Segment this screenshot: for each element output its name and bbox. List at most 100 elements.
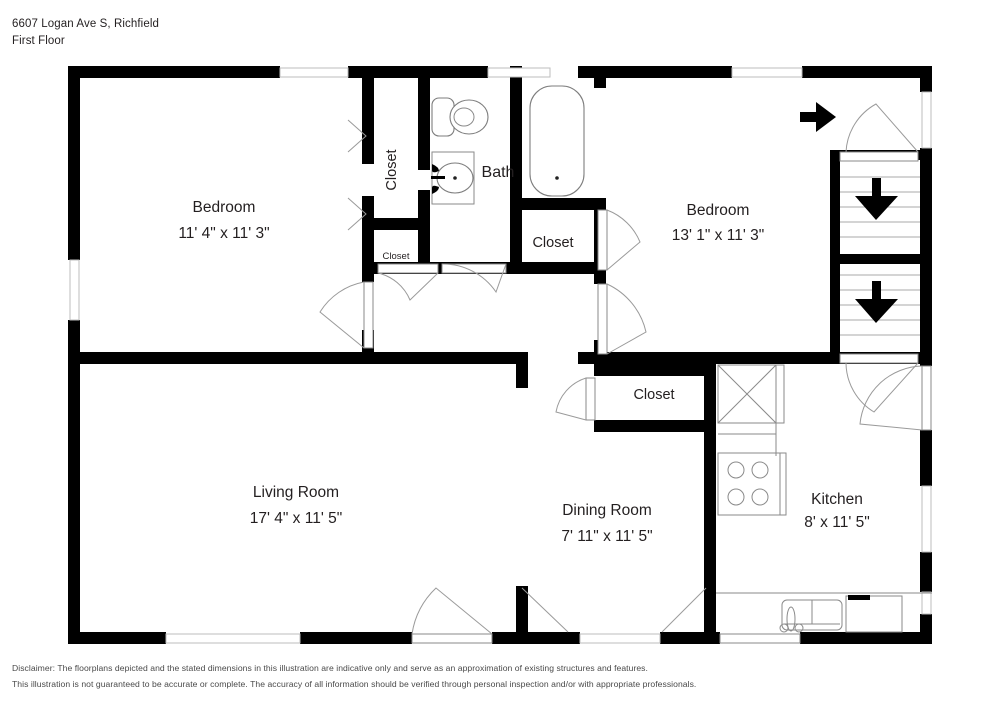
wall-right-b bbox=[920, 148, 932, 366]
wall-closet-br-top bbox=[510, 198, 606, 210]
door-bedroom-right-arc bbox=[606, 283, 647, 355]
wall-left-a bbox=[68, 66, 80, 260]
room-label-bedroom-left-name: Bedroom bbox=[193, 199, 256, 216]
stove-icon bbox=[717, 452, 781, 516]
room-label-living-room-dim: 17' 4" x 11' 5" bbox=[250, 510, 342, 527]
bathtub-drain-icon bbox=[555, 176, 559, 180]
wall-mid-horizontal-left bbox=[68, 352, 528, 364]
kitchen-cabinet-icon bbox=[845, 595, 903, 633]
wall-right-a bbox=[920, 66, 932, 92]
closet-label-bedroom-left: Closet bbox=[384, 149, 400, 190]
bathroom-faucet-icon bbox=[431, 176, 445, 179]
door-stair-top-leaf bbox=[839, 151, 919, 162]
wall-top-c bbox=[578, 66, 732, 78]
door-bedroom-left-arc bbox=[319, 281, 365, 349]
wall-hall-bottom-b bbox=[506, 262, 606, 274]
window-bottom-1 bbox=[165, 633, 301, 644]
kitchen-cabinet-mark bbox=[848, 595, 870, 600]
window-right-3 bbox=[921, 591, 932, 615]
disclaimer-line-2: This illustration is not guaranteed to b… bbox=[12, 679, 697, 690]
door-dining-left-arc bbox=[521, 587, 569, 633]
kitchen-faucet-handle-1-icon bbox=[779, 623, 789, 633]
door-bedroom-left-leaf bbox=[363, 281, 374, 349]
stairs-group bbox=[840, 176, 920, 336]
room-label-dining-room-name: Dining Room bbox=[562, 502, 652, 519]
toilet-bowl-icon bbox=[449, 99, 489, 135]
window-left-1 bbox=[69, 259, 80, 321]
wall-dining-closet-bottom bbox=[594, 420, 716, 432]
wall-bedroom-left-right bbox=[362, 66, 374, 164]
window-right-1 bbox=[921, 91, 932, 149]
door-hall-closet-leaf bbox=[377, 263, 439, 274]
door-stair-top-arc bbox=[845, 103, 919, 153]
wall-mid-horizontal-right bbox=[578, 352, 808, 364]
door-stair-bottom-leaf bbox=[839, 353, 919, 364]
door-stair-bottom-arc bbox=[845, 362, 919, 413]
door-closet-left-upper bbox=[347, 119, 367, 153]
stove-burner-3-icon bbox=[727, 488, 745, 506]
wall-stair-mid bbox=[830, 254, 922, 264]
door-living-bottom-leaf bbox=[411, 633, 493, 644]
door-hall-closet-arc bbox=[377, 272, 439, 301]
wall-living-dining-2 bbox=[516, 586, 528, 634]
window-top-2 bbox=[487, 67, 551, 78]
plan-floor-label: First Floor bbox=[12, 34, 65, 47]
door-exterior-right-arc bbox=[859, 365, 923, 431]
plan-footer: Disclaimer: The floorplans depicted and … bbox=[12, 660, 696, 693]
door-living-bottom-arc bbox=[411, 587, 493, 635]
plan-address: 6607 Logan Ave S, Richfield bbox=[12, 18, 159, 30]
door-dining-kitchen-leaf bbox=[719, 633, 801, 644]
closet-label-hall-small: Closet bbox=[383, 251, 410, 262]
door-dining-kitchen-arc bbox=[661, 587, 707, 633]
wall-living-dining bbox=[516, 352, 528, 388]
toilet-seat-icon bbox=[453, 107, 475, 127]
room-label-bath-name: Bath bbox=[482, 164, 515, 181]
wall-closet-br-left bbox=[510, 198, 522, 272]
door-closet-br-leaf bbox=[597, 209, 608, 271]
wall-right-c bbox=[920, 430, 932, 486]
wall-bottom-b bbox=[300, 632, 412, 644]
closet-label-bedroom-right: Closet bbox=[532, 235, 573, 251]
room-label-bedroom-right-dim: 13' 1" x 11' 3" bbox=[672, 227, 764, 244]
stair-lower-direction-arrow-icon bbox=[855, 281, 898, 323]
door-dining-closet-leaf bbox=[585, 377, 596, 421]
wall-dining-closet-left bbox=[594, 364, 606, 376]
wall-right-d bbox=[920, 552, 932, 592]
wall-closet-bath bbox=[418, 66, 430, 170]
room-label-kitchen-name: Kitchen bbox=[811, 491, 863, 508]
wall-hall-closet-top bbox=[362, 218, 430, 230]
stove-burner-2-icon bbox=[751, 461, 769, 479]
door-exterior-right-leaf bbox=[921, 365, 932, 431]
wall-right-e bbox=[920, 614, 932, 644]
door-bath-leaf bbox=[441, 263, 507, 274]
door-closet-br-arc bbox=[606, 209, 641, 271]
bathroom-sink-drain-icon bbox=[453, 176, 457, 180]
room-labels: Bedroom 11' 4" x 11' 3" Bedroom 13' 1" x… bbox=[178, 164, 869, 545]
wall-dining-closet-top bbox=[594, 364, 716, 376]
room-label-bedroom-left-dim: 11' 4" x 11' 3" bbox=[178, 225, 269, 242]
kitchen-faucet-spout-icon bbox=[786, 606, 796, 632]
bathtub-icon bbox=[529, 85, 585, 197]
kitchen-faucet-handle-2-icon bbox=[794, 623, 804, 633]
room-label-living-room-name: Living Room bbox=[253, 484, 339, 501]
stove-panel-icon bbox=[779, 452, 787, 516]
disclaimer-line-1: Disclaimer: The floorplans depicted and … bbox=[12, 663, 648, 673]
wall-bottom-a bbox=[68, 632, 166, 644]
door-dining-closet-arc bbox=[555, 377, 587, 421]
wall-bottom-c bbox=[492, 632, 580, 644]
entry-arrow-icon bbox=[800, 102, 836, 132]
door-closet-left-lower bbox=[347, 197, 367, 231]
window-bottom-2 bbox=[579, 633, 661, 644]
wall-stair-left-lower bbox=[808, 352, 832, 364]
refrigerator-x2 bbox=[717, 364, 777, 424]
window-top-3 bbox=[731, 67, 803, 78]
wall-bath-right bbox=[510, 66, 522, 198]
room-label-kitchen-dim: 8' x 11' 5" bbox=[804, 514, 869, 531]
plan-header: 6607 Logan Ave S, Richfield First Floor bbox=[12, 16, 159, 49]
door-bedroom-right-leaf bbox=[597, 283, 608, 355]
closet-labels: Closet Closet Closet Closet bbox=[383, 149, 675, 403]
window-top-1 bbox=[279, 67, 349, 78]
wall-dining-kitchen bbox=[704, 364, 716, 634]
room-label-dining-room-dim: 7' 11" x 11' 5" bbox=[561, 528, 652, 545]
